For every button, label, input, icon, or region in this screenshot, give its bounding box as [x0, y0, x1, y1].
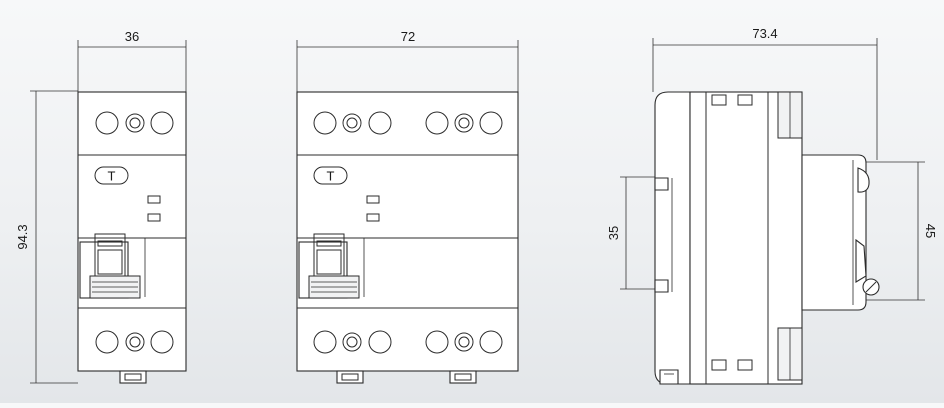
din-clip — [659, 369, 679, 385]
dimension-label-94-3: 94.3 — [15, 224, 30, 249]
dimension-front-45: 45 — [866, 161, 938, 301]
test-button-label: T — [108, 169, 116, 184]
terminal-screw — [125, 332, 145, 352]
terminal-screw — [150, 111, 174, 135]
indicator-window — [147, 213, 161, 222]
test-button — [313, 166, 348, 185]
dimension-label-72: 72 — [401, 29, 415, 44]
test-button-label: T — [327, 169, 335, 184]
dimension-depth-73-4: 73.4 — [652, 26, 878, 160]
test-button-side — [857, 167, 870, 193]
housing-back — [654, 91, 691, 385]
side-view: 73.4 35 45 — [606, 26, 938, 385]
dimension-label-35: 35 — [606, 226, 621, 240]
terminal-screw — [95, 111, 119, 135]
indicator-window — [147, 195, 161, 204]
housing-front — [801, 154, 867, 311]
din-rail-notch — [654, 177, 669, 293]
terminal-screw — [150, 330, 174, 354]
terminal-screw — [125, 113, 145, 133]
din-clip — [449, 370, 477, 384]
din-clip — [336, 370, 364, 384]
front-view-36: 36 94.3 T — [15, 29, 187, 384]
toggle-lever — [298, 233, 360, 299]
toggle-lever — [79, 233, 141, 299]
dimension-width-72: 72 — [296, 29, 519, 92]
dimension-label-36: 36 — [125, 29, 139, 44]
dimension-label-73-4: 73.4 — [752, 26, 777, 41]
din-clip — [119, 370, 147, 384]
device-body — [296, 91, 519, 372]
device-body — [77, 91, 187, 372]
terminal-screw — [95, 330, 119, 354]
test-button — [94, 166, 129, 185]
dimension-label-45: 45 — [923, 224, 938, 238]
dimension-width-36: 36 — [77, 29, 187, 92]
dimension-height-94-3: 94.3 — [15, 90, 78, 384]
front-view-72: 72 T — [296, 29, 519, 384]
